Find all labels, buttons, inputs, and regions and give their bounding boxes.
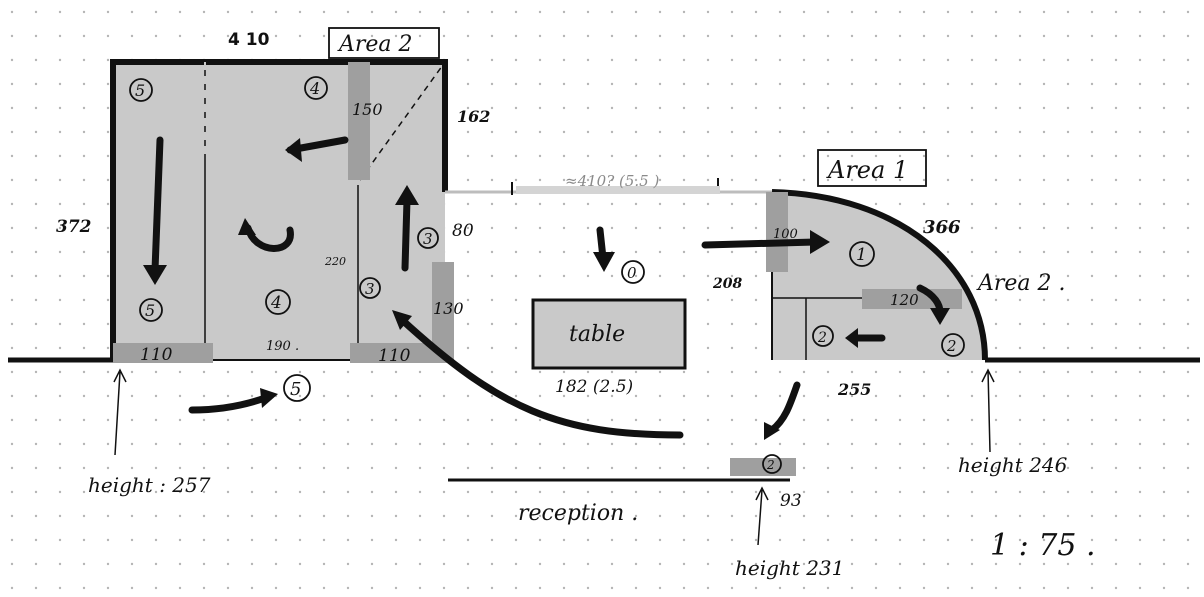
marker-circle-2-reception — [762, 454, 782, 474]
rotate-arrow — [244, 224, 294, 252]
tape-100 — [766, 192, 788, 272]
dim-bottom-110-right: 110 — [378, 346, 411, 366]
table-shape — [531, 298, 687, 370]
height-reception-label: height 231 — [735, 556, 844, 580]
arrowhead-down — [143, 265, 167, 285]
area1-label: Area 1 — [826, 156, 908, 184]
dim-left-height: 372 — [56, 217, 92, 237]
scale-label: 1 : 75 . — [990, 528, 1096, 563]
arrowhead-left — [285, 138, 302, 162]
area2-diagonal-dashed — [359, 61, 446, 181]
arrowhead-reception — [392, 310, 412, 330]
marker-circle-5-tl — [129, 78, 153, 102]
marker-circle-2-area — [941, 333, 965, 357]
marker-circle-5-bl — [139, 298, 163, 322]
area1-curved-wall — [771, 189, 988, 361]
dim-tape-150: 150 — [352, 100, 383, 119]
marker-5-bl: 5 — [145, 301, 155, 320]
dim-inner-220: 220 — [324, 255, 346, 268]
marker-4-top: 4 — [309, 79, 320, 98]
dim-arc-366: 366 — [923, 217, 961, 238]
arrow-heads — [143, 138, 950, 440]
height-pointer-reception — [755, 486, 769, 546]
area2-shaded-region — [113, 62, 445, 360]
dim-reception-93: 93 — [780, 491, 802, 511]
dim-table-size: 182 (2.5) — [555, 377, 633, 397]
tape-corridor — [516, 186, 720, 194]
height-pointer-left — [113, 368, 127, 456]
arrowhead-up — [395, 185, 419, 205]
marker-circle-1 — [849, 241, 875, 267]
marker-2-area: 2 — [946, 337, 957, 355]
marker-circles — [129, 76, 965, 474]
marker-1: 1 — [856, 245, 867, 265]
arrowhead-0 — [593, 252, 615, 272]
dim-top-width: 4 10 — [228, 30, 270, 50]
area2-right-label: Area 2 . — [976, 271, 1066, 296]
dim-area1-120: 120 — [890, 291, 919, 309]
dim-side-80: 80 — [452, 221, 474, 241]
marker-circle-3-a — [417, 227, 439, 249]
dim-area1-255: 255 — [837, 380, 871, 399]
marker-4-mid: 4 — [270, 293, 282, 313]
marker-circle-3-b — [359, 277, 381, 299]
arrowhead-reception-down — [764, 422, 780, 440]
tape-bottom-left — [113, 343, 213, 363]
marker-5-tl: 5 — [135, 81, 145, 100]
area2-label-box — [328, 27, 440, 59]
tape-bottom-right — [350, 343, 448, 363]
arrowhead-rotate — [238, 218, 256, 235]
dim-tape-130: 130 — [433, 299, 464, 318]
arrow-down-left — [151, 136, 164, 274]
dim-corridor: ≈410? (5.5 ) — [565, 172, 659, 190]
marker-3-a: 3 — [423, 230, 433, 248]
arrow-up-3 — [401, 196, 411, 272]
marker-circle-4-top — [304, 76, 328, 100]
dim-right-top: 162 — [457, 107, 490, 126]
marker-5-bottom: 5 — [290, 379, 301, 400]
area1-shaded-region — [772, 192, 985, 360]
height-left-label: height : 257 — [88, 473, 211, 497]
table-label: table — [569, 322, 625, 347]
marker-circle-4-mid — [265, 289, 291, 315]
dim-bottom-190: 190 . — [266, 339, 299, 354]
height-pointers — [113, 368, 995, 546]
dim-bottom-110-left: 110 — [140, 345, 173, 365]
arrow-to-reception — [768, 381, 801, 434]
arrowhead-area2 — [930, 308, 950, 325]
marker-circle-0 — [621, 260, 645, 284]
arrow-reception-to-3 — [396, 314, 684, 439]
reception-label: reception . — [518, 501, 638, 526]
marker-0: 0 — [627, 264, 637, 282]
marker-circle-5-bottom — [283, 374, 311, 402]
dim-area1-208: 208 — [712, 276, 742, 292]
arrowhead-area1 — [810, 230, 830, 254]
dim-area1-100: 100 — [773, 227, 798, 242]
marker-2-reception: 2 — [766, 458, 775, 472]
marker-3-b: 3 — [365, 280, 375, 298]
arrow-into-area1 — [701, 238, 819, 249]
area2-wall-outline — [110, 59, 448, 360]
height-pointer-right — [981, 368, 995, 453]
arrowhead-5 — [260, 388, 278, 408]
arrowhead-inner — [845, 328, 858, 348]
tape-130 — [432, 262, 454, 360]
tape-150 — [348, 62, 370, 180]
arrow-to-5 — [188, 394, 269, 414]
area1-label-box — [817, 149, 927, 187]
area2-top-label: Area 2 — [337, 32, 413, 57]
height-right-label: height 246 — [958, 453, 1068, 477]
marker-circle-2-inner — [812, 325, 834, 347]
marker-2-inner: 2 — [817, 330, 827, 346]
